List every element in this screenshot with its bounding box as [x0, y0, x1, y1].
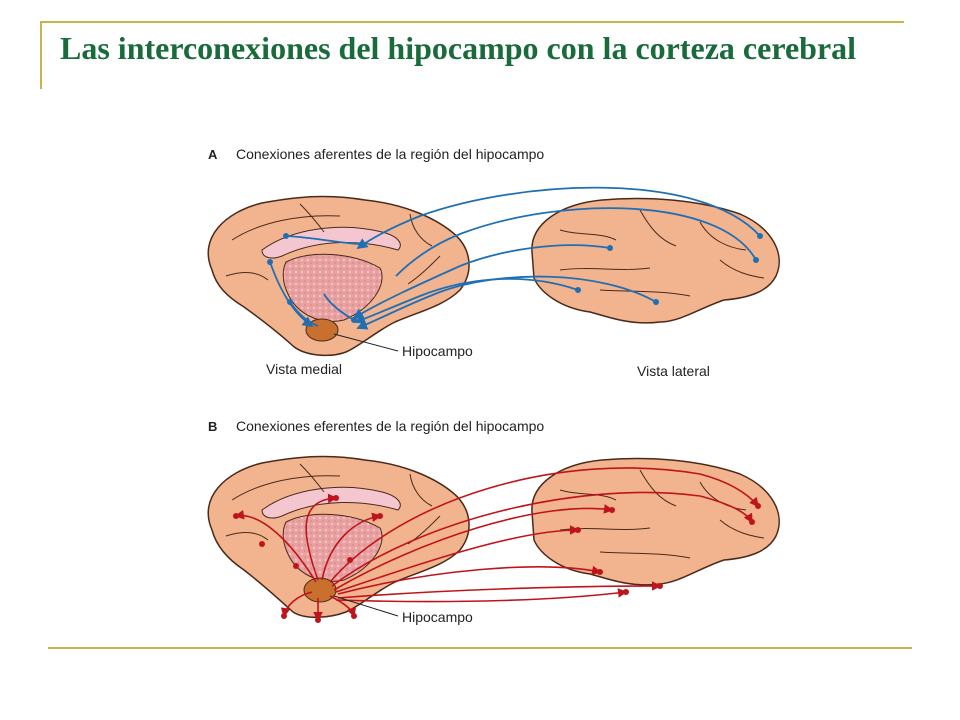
medial-brain-a	[207, 195, 470, 357]
hipocampo-pointer-a	[333, 333, 399, 352]
lateral-brain-a	[531, 197, 780, 324]
panel-a: A Conexiones aferentes de la región del …	[207, 146, 780, 379]
top-rule	[40, 21, 904, 23]
panel-a-caption: Conexiones aferentes de la región del hi…	[236, 146, 544, 162]
label-vista-medial: Vista medial	[266, 361, 342, 377]
afferent-arrows	[269, 186, 761, 330]
slide-title: Las interconexiones del hipocampo con la…	[60, 30, 857, 66]
bottom-rule	[48, 647, 912, 649]
panel-b: B Conexiones eferentes de la región del …	[207, 418, 780, 625]
lateral-brain-b	[531, 457, 780, 586]
left-rule	[40, 21, 42, 89]
panel-a-letter: A	[208, 147, 218, 162]
afferent-origin-dots	[267, 233, 763, 323]
panel-b-caption: Conexiones eferentes de la región del hi…	[236, 418, 544, 434]
panel-b-letter: B	[208, 419, 217, 434]
efferent-target-dots	[233, 495, 761, 623]
label-hipocampo-a: Hipocampo	[402, 343, 473, 359]
hippocampus-b	[303, 577, 337, 603]
efferent-arrows	[234, 467, 760, 622]
label-hipocampo-b: Hipocampo	[402, 609, 473, 625]
hipocampo-pointer-b	[333, 595, 399, 617]
label-vista-lateral: Vista lateral	[637, 363, 710, 379]
